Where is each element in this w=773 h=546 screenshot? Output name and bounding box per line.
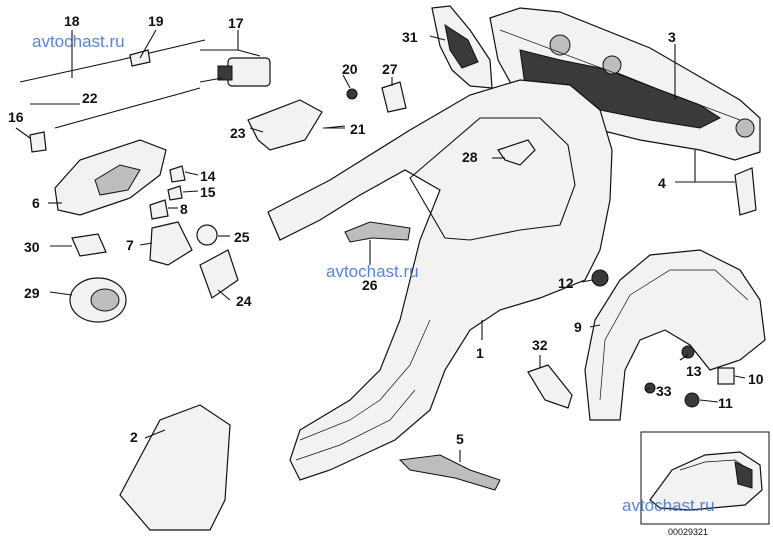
callout-23: 23 bbox=[230, 125, 246, 141]
callout-31: 31 bbox=[402, 29, 418, 45]
clip-8-part bbox=[149, 199, 169, 220]
callout-5: 5 bbox=[456, 431, 464, 447]
wheel-arch-liner-part bbox=[584, 249, 766, 421]
pillar-bracket-part bbox=[431, 5, 493, 89]
bracket-4-part bbox=[734, 167, 757, 216]
screw-13-part bbox=[681, 345, 695, 359]
callout-2: 2 bbox=[130, 429, 138, 445]
grommet-25-part bbox=[196, 224, 218, 246]
callout-18: 18 bbox=[64, 13, 80, 29]
callout-16: 16 bbox=[8, 109, 24, 125]
grommet-29-part bbox=[69, 277, 127, 323]
clip-30-part bbox=[71, 233, 107, 257]
hinge-7-part bbox=[149, 221, 193, 266]
watermark-bottom-right: avtochast.ru bbox=[622, 496, 715, 515]
watermark-center: avtochast.ru bbox=[326, 262, 419, 281]
callout-9: 9 bbox=[574, 319, 582, 335]
clip-15-part bbox=[167, 185, 183, 201]
leader-lines bbox=[15, 29, 746, 462]
fuel-flap-part bbox=[54, 139, 167, 216]
callout-7: 7 bbox=[126, 237, 134, 253]
clip-10-part bbox=[717, 367, 735, 385]
callout-21: 21 bbox=[350, 121, 366, 137]
callout-19: 19 bbox=[148, 13, 164, 29]
actuator-part bbox=[199, 57, 271, 87]
pillar-trim-2-part bbox=[119, 404, 231, 531]
screw-20-part bbox=[346, 88, 358, 100]
callout-22: 22 bbox=[82, 90, 98, 106]
inset-car-thumbnail bbox=[640, 431, 770, 525]
callout-8: 8 bbox=[180, 201, 188, 217]
callout-17: 17 bbox=[228, 15, 244, 31]
callout-10: 10 bbox=[748, 371, 764, 387]
callout-25: 25 bbox=[234, 229, 250, 245]
plug-12-part bbox=[591, 269, 609, 287]
bracket-32-part bbox=[527, 364, 573, 409]
cable-22-part bbox=[54, 87, 201, 129]
callout-12: 12 bbox=[558, 275, 574, 291]
bracket-24-part bbox=[199, 249, 239, 299]
rear-panel-part bbox=[489, 7, 761, 161]
callout-6: 6 bbox=[32, 195, 40, 211]
diagram-code: 00029321 bbox=[668, 527, 709, 537]
clip-27-part bbox=[381, 81, 407, 113]
strip-5-part bbox=[398, 454, 501, 491]
clip-14-part bbox=[169, 165, 186, 183]
nut-11-part bbox=[684, 392, 700, 408]
callout-15: 15 bbox=[200, 184, 216, 200]
callout-29: 29 bbox=[24, 285, 40, 301]
cable-18-part bbox=[19, 39, 206, 83]
callout-30: 30 bbox=[24, 239, 40, 255]
callout-13: 13 bbox=[686, 363, 702, 379]
callout-14: 14 bbox=[200, 168, 216, 184]
callout-33: 33 bbox=[656, 383, 672, 399]
callout-4: 4 bbox=[658, 175, 666, 191]
callout-11: 11 bbox=[718, 395, 733, 411]
bracket-26-part bbox=[344, 221, 411, 243]
callout-20: 20 bbox=[342, 61, 358, 77]
watermark-top-left: avtochast.ru bbox=[32, 32, 125, 51]
bolt-16-part bbox=[29, 131, 47, 153]
callout-27: 27 bbox=[382, 61, 398, 77]
callout-24: 24 bbox=[236, 293, 252, 309]
callout-28: 28 bbox=[462, 149, 478, 165]
callout-26: 26 bbox=[362, 277, 378, 293]
bracket-23-part bbox=[247, 99, 323, 151]
callout-1: 1 bbox=[476, 345, 484, 361]
callout-32: 32 bbox=[532, 337, 548, 353]
callout-3: 3 bbox=[668, 29, 676, 45]
side-panel-part bbox=[267, 79, 613, 481]
